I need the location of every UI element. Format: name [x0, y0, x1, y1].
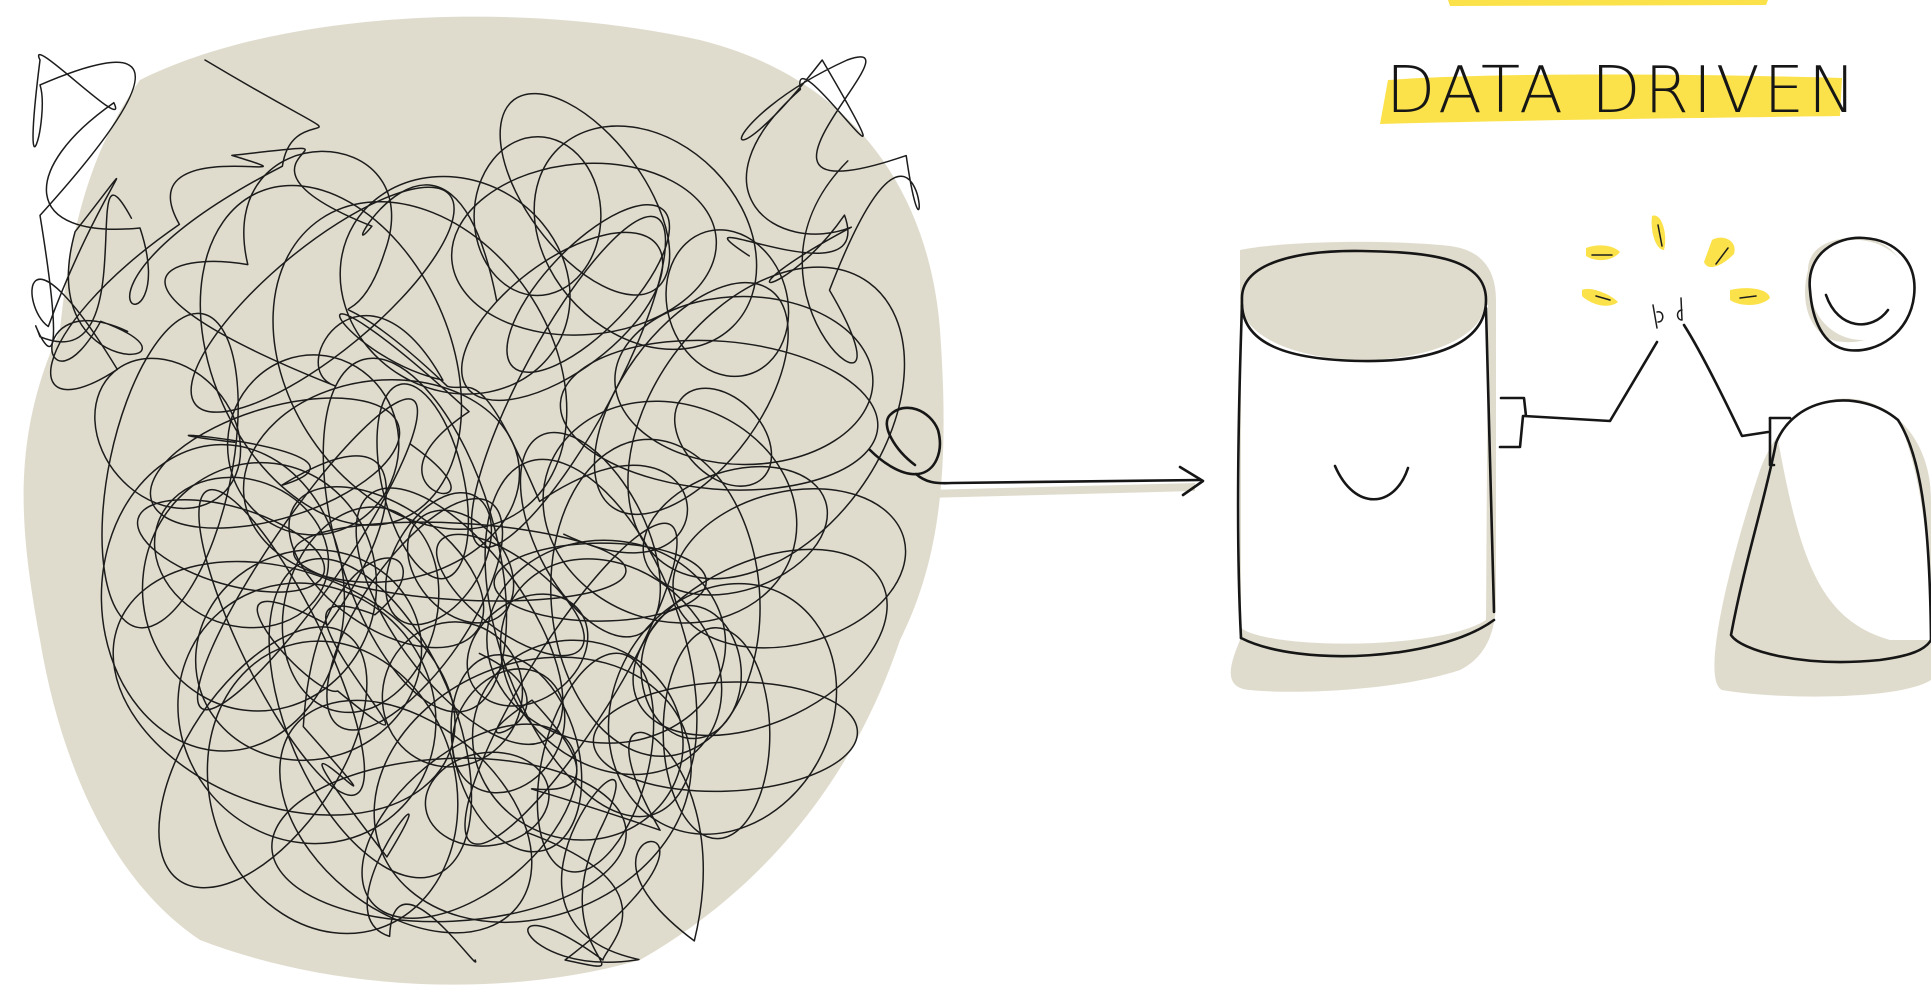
person-head-outline — [1808, 236, 1916, 352]
tangle-stroke — [726, 56, 920, 364]
database-bottom — [1239, 618, 1496, 658]
database-cuff — [1498, 414, 1525, 449]
tangle-loop — [464, 522, 678, 845]
sparkle-ink-marks — [1591, 224, 1757, 301]
tangle-loop — [607, 582, 838, 835]
tangle-loop — [136, 498, 326, 593]
tangle-loop — [206, 640, 459, 935]
tangle-loop — [158, 626, 368, 889]
tangle-loop — [198, 488, 366, 797]
tangle-loop — [486, 539, 727, 744]
tangle-loop — [100, 443, 346, 752]
tangle-loop — [614, 295, 874, 466]
tangle-loop — [194, 548, 423, 762]
smiling-database-icon — [1230, 241, 1659, 692]
person-arm — [1682, 323, 1776, 467]
arrow-head — [1178, 465, 1205, 497]
tangle-loop — [406, 509, 515, 624]
tangle-stroke — [32, 53, 320, 348]
smiling-person-icon — [1682, 236, 1931, 697]
sparkle-right-top — [1704, 237, 1735, 268]
tangle-loop — [450, 654, 583, 853]
tangle-loop — [559, 339, 879, 491]
person-smile — [1824, 293, 1890, 326]
database-body-fill — [1241, 305, 1488, 644]
title-highlight — [1380, 74, 1842, 124]
tangle-loop — [533, 125, 758, 351]
tangle-loop — [627, 266, 906, 580]
tangle-loop — [141, 461, 378, 712]
tangle-loop — [177, 582, 437, 845]
tangle-loop — [268, 557, 473, 879]
tangle-loop — [642, 465, 829, 596]
database-left-side — [1236, 303, 1244, 640]
tangle-loop — [593, 281, 789, 516]
tangle-loop — [673, 387, 773, 487]
database-smile — [1333, 464, 1410, 501]
tangle-loop — [196, 398, 419, 711]
title-group: DATA DRIVEN — [1380, 0, 1860, 128]
tangle-loop — [536, 652, 655, 873]
database-top-outline — [1240, 249, 1488, 363]
tangle-loop — [672, 487, 907, 649]
tangle-loop — [322, 357, 508, 713]
tangle-loop — [190, 186, 455, 413]
tangle-loop — [373, 656, 692, 924]
database-arm — [1499, 340, 1659, 423]
tangle-loop — [339, 175, 571, 395]
tangle-loop — [632, 548, 888, 737]
database-top-fill — [1242, 250, 1484, 360]
tangle-loop — [519, 431, 662, 638]
tangle-loop — [450, 162, 718, 336]
high-five-hands — [1652, 297, 1683, 329]
sparkle-left-top — [1586, 245, 1620, 261]
tangle-loop — [199, 184, 463, 526]
tangle-stroke — [31, 147, 498, 391]
arrow-shaft — [914, 472, 1202, 485]
tangle-loop — [272, 201, 568, 530]
tangle-loop — [112, 560, 456, 816]
arrow-lasso — [868, 406, 942, 476]
tangle-stroke — [478, 652, 704, 967]
sparkle-icon — [1582, 215, 1770, 329]
tangle-loop — [471, 639, 684, 841]
tangle-loop — [549, 438, 761, 758]
tangle-loop — [384, 492, 493, 626]
tangle-loop — [473, 135, 602, 297]
tangle-lines — [31, 53, 920, 967]
tangle-stroke — [164, 150, 689, 554]
tangle-loop — [466, 593, 589, 707]
tangle-shadow — [23, 16, 944, 985]
top-highlight-stroke — [1448, 0, 1768, 6]
tangle-loop — [542, 400, 798, 624]
tangle-loop — [271, 757, 627, 923]
person-left-side — [1729, 441, 1931, 664]
person-body-outline — [1774, 399, 1931, 642]
tangle-loop — [242, 378, 521, 584]
database-right-side — [1484, 306, 1496, 614]
tangle-loop — [662, 627, 771, 840]
tangle-loop — [640, 604, 743, 740]
scribble-tangle-icon — [23, 16, 944, 985]
arrow-right-icon — [868, 406, 1205, 498]
tangle-loop — [435, 533, 585, 657]
tangle-loop — [506, 203, 671, 374]
sparkle-top — [1651, 215, 1666, 250]
tangle-loop — [292, 521, 627, 602]
tangle-loop — [665, 229, 790, 378]
page-title: DATA DRIVEN — [1386, 54, 1860, 128]
tangle-loop — [226, 354, 400, 536]
person-body-fill — [1778, 400, 1931, 640]
tangle-loop — [153, 476, 330, 629]
tangle-stroke — [187, 434, 477, 963]
tangle-loop — [361, 723, 578, 919]
tangle-loop — [101, 312, 239, 629]
arrow-shadow — [925, 483, 1195, 498]
